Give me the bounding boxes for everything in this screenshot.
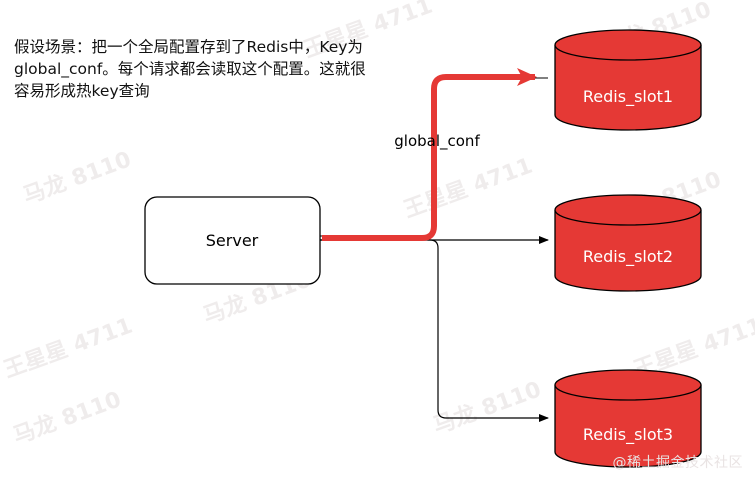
redis-slot-3-node: Redis_slot3 <box>554 369 702 468</box>
hot-key-path <box>322 68 537 241</box>
redis-slot-2-node: Redis_slot2 <box>554 194 702 292</box>
description-line: global_conf。每个请求都会读取这个配置。这就很 <box>14 60 366 78</box>
redis-slot-2-label: Redis_slot2 <box>583 247 673 267</box>
description-line: 容易形成热key查询 <box>14 82 150 100</box>
server-node: Server <box>144 196 321 285</box>
source-watermark: @稀土掘金技术社区 <box>612 455 743 471</box>
description-line: 假设场景：把一个全局配置存到了Redis中，Key为 <box>14 38 363 56</box>
redis-slot-1-label: Redis_slot1 <box>583 87 673 107</box>
redis-slot-3-label: Redis_slot3 <box>583 425 673 445</box>
scenario-description: 假设场景：把一个全局配置存到了Redis中，Key为 global_conf。每… <box>14 36 434 102</box>
edge-server-slot3 <box>320 239 549 422</box>
hot-key-label: global_conf <box>394 132 480 151</box>
redis-slot-1-node: Redis_slot1 <box>554 29 702 131</box>
server-label: Server <box>206 231 259 250</box>
